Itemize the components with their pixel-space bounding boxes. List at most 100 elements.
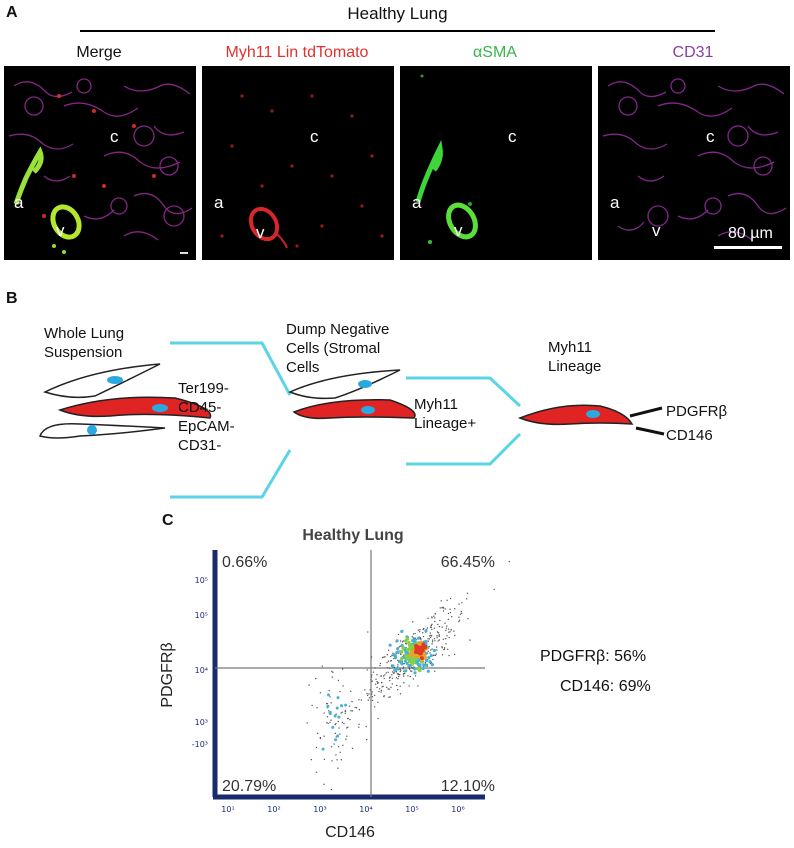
event-point [395, 650, 399, 655]
event-point [345, 738, 347, 740]
event-point [393, 655, 398, 659]
event-point [385, 672, 387, 674]
event-point [420, 638, 422, 640]
event-point [380, 689, 383, 692]
event-point [329, 696, 331, 698]
event-point [407, 646, 412, 651]
event-point [326, 702, 328, 705]
event-point [347, 717, 349, 720]
event-point [354, 706, 356, 709]
event-point [411, 657, 415, 661]
event-point [340, 712, 342, 714]
cell-myh11-lineage [517, 404, 634, 426]
cell-group-stromal [288, 369, 416, 420]
event-point [433, 638, 436, 640]
image-asma: c a v [400, 66, 592, 260]
step-stromal: Dump Negative Cells (Stromal Cells [286, 321, 390, 376]
event-point [427, 638, 429, 640]
event-point [430, 624, 433, 627]
x-tick-label: 10³ [313, 805, 326, 814]
event-point [446, 635, 448, 637]
event-point [441, 626, 443, 628]
event-point [438, 634, 440, 636]
event-point [337, 720, 339, 723]
scale-bar-label: 80 µm [728, 225, 773, 242]
event-point [374, 683, 377, 685]
event-point [400, 662, 404, 666]
event-point [378, 688, 381, 690]
event-point [448, 636, 450, 639]
event-point [334, 732, 337, 735]
event-point [358, 699, 360, 701]
event-point [384, 674, 386, 676]
event-point [431, 639, 434, 641]
event-point [364, 689, 366, 691]
event-point [383, 677, 385, 680]
event-point [424, 662, 427, 664]
event-point [429, 632, 432, 634]
event-point [433, 627, 436, 629]
event-point [446, 599, 448, 602]
event-point [358, 723, 360, 726]
event-point [397, 666, 399, 668]
event-point [404, 669, 408, 673]
event-point [414, 632, 416, 635]
svg-text:v: v [454, 221, 463, 240]
event-point [435, 646, 438, 648]
event-point [388, 696, 390, 698]
event-point [432, 648, 437, 653]
event-point [339, 733, 341, 735]
event-point [402, 675, 405, 677]
event-point [405, 637, 410, 641]
event-point [450, 629, 452, 631]
cell-group-whole-lung [39, 363, 212, 439]
event-point [376, 681, 378, 683]
event-point [432, 658, 434, 661]
event-point [421, 666, 425, 671]
svg-text:a: a [412, 193, 422, 212]
event-point [429, 662, 431, 665]
x-tick-label: 10⁴ [359, 805, 372, 814]
event-point [442, 638, 444, 640]
event-point [369, 689, 371, 691]
workflow-diagram [39, 341, 665, 499]
event-point [397, 672, 399, 675]
event-point [327, 722, 329, 725]
event-point [387, 649, 390, 651]
svg-text:v: v [652, 221, 661, 240]
event-point [408, 643, 412, 648]
event-point [316, 707, 318, 709]
event-point [371, 680, 373, 682]
event-point [399, 670, 401, 673]
event-point [351, 700, 353, 703]
event-point [400, 653, 402, 656]
event-point [358, 726, 360, 729]
event-point [365, 725, 367, 728]
event-point [399, 645, 401, 647]
event-point [386, 654, 389, 656]
event-point [380, 675, 382, 677]
event-point [412, 633, 415, 635]
event-point [326, 721, 328, 724]
event-point [434, 654, 437, 657]
event-point [437, 623, 439, 626]
event-point [422, 652, 426, 657]
event-point [460, 610, 462, 613]
event-point [434, 612, 436, 615]
event-point [408, 667, 411, 670]
event-point [378, 690, 380, 693]
event-point [383, 656, 385, 659]
event-point [366, 692, 368, 695]
event-point [315, 771, 318, 773]
funnel-line-2-top [406, 376, 522, 408]
event-point [441, 646, 443, 648]
event-point [424, 629, 428, 633]
event-point [332, 671, 334, 674]
event-point [414, 656, 418, 661]
event-point [315, 746, 318, 749]
event-point [431, 623, 433, 626]
marker-pdgfrb: PDGFRβ [666, 403, 728, 420]
event-point [436, 649, 438, 651]
event-point [371, 696, 374, 698]
event-point [368, 693, 370, 695]
